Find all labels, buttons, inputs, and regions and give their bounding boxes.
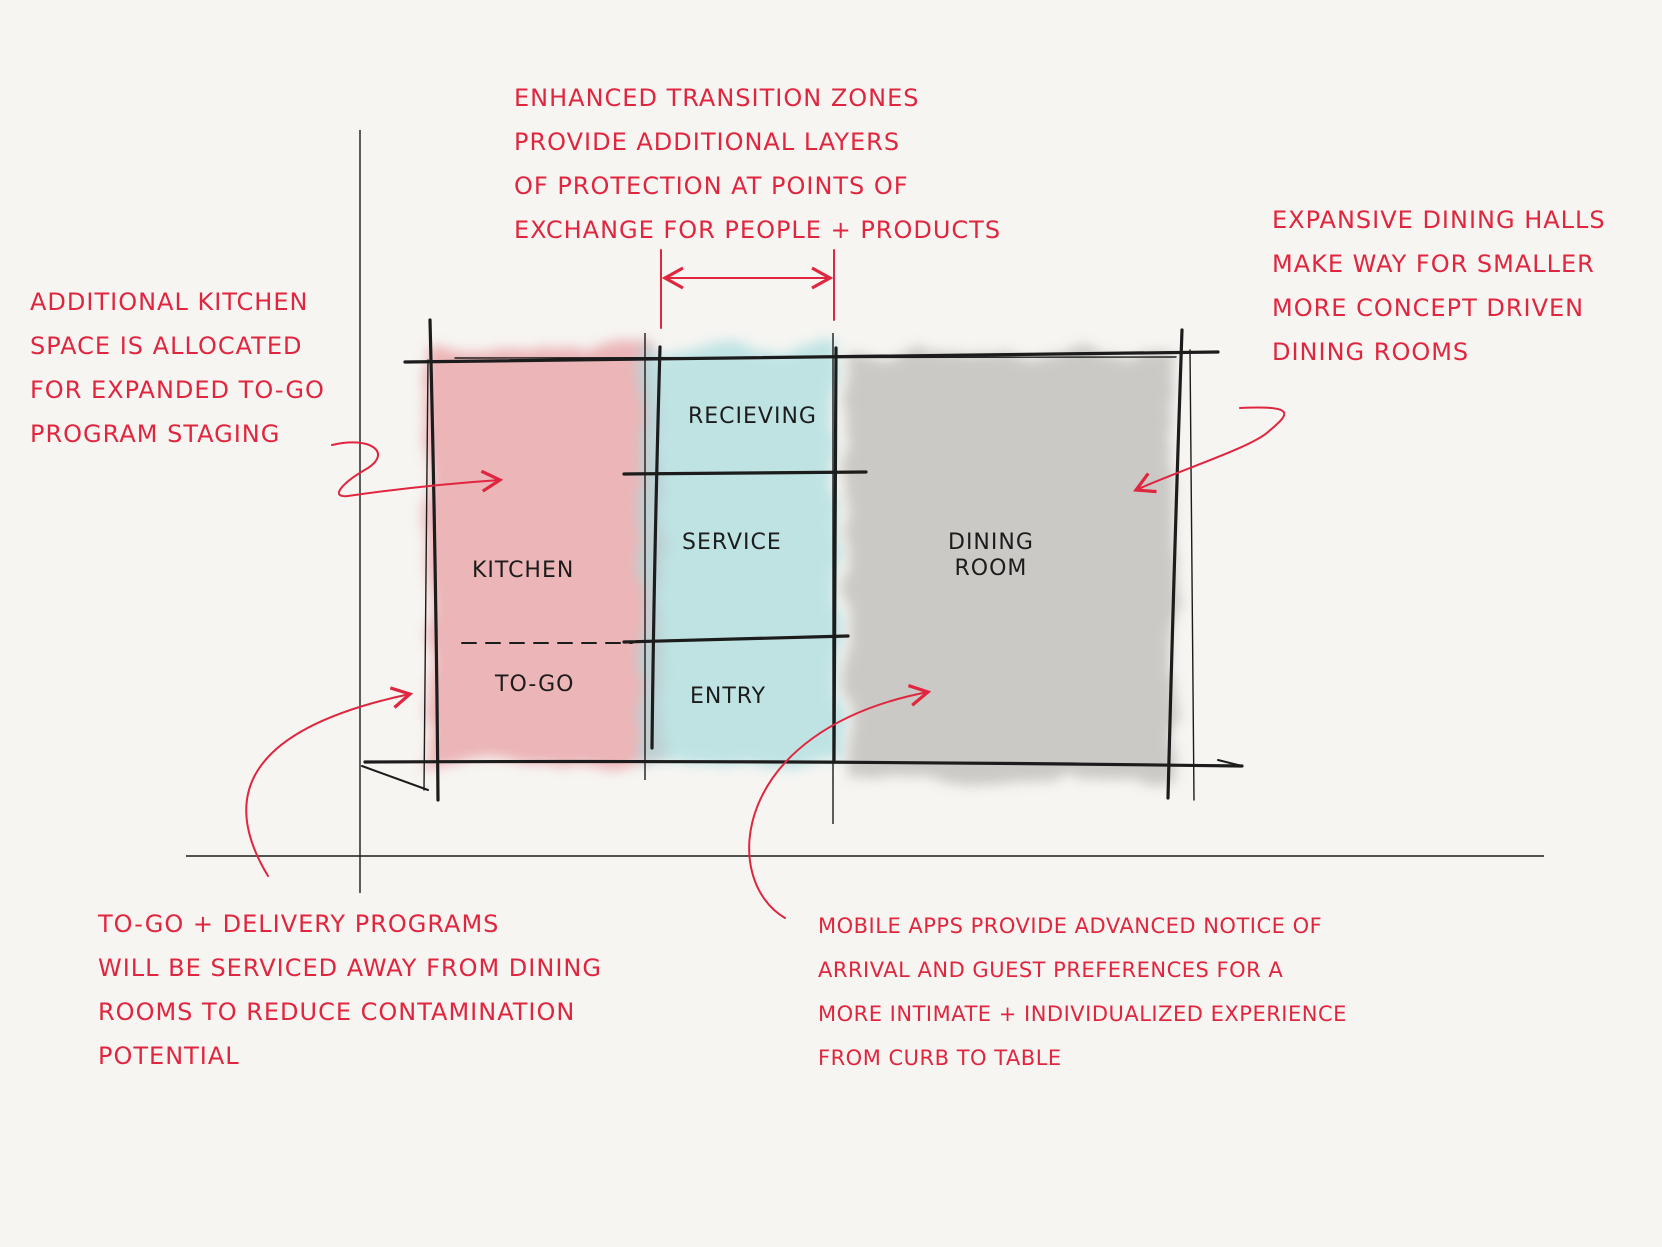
receiving-label: Recieving — [688, 404, 817, 429]
partition-1 — [650, 345, 662, 750]
note-line: space is allocated — [30, 332, 303, 360]
note-line: Dining Rooms — [1272, 338, 1470, 366]
note-line: exchange for people + products — [514, 216, 1002, 244]
kitchen-space-note: Additional Kitchen space is allocated fo… — [30, 280, 325, 456]
note-line: Arrival and Guest Preferences for a — [818, 958, 1284, 982]
dining-halls-arrow — [1133, 406, 1286, 494]
dining-room-label: Dining Room — [948, 530, 1034, 582]
note-line: Potential — [98, 1042, 240, 1070]
receiving-service-divider — [622, 470, 868, 476]
dining-room-label-line-2: Room — [954, 556, 1028, 581]
kitchen-wash — [428, 346, 662, 764]
note-line: more intimate + individualized experienc… — [818, 1002, 1347, 1026]
partition-2 — [832, 346, 838, 764]
annotation-arrows — [245, 249, 1286, 919]
dining-wash — [846, 352, 1176, 780]
right-wall — [1166, 328, 1184, 800]
color-washes — [428, 346, 1176, 780]
note-line: Additional Kitchen — [30, 288, 309, 316]
top-wall — [403, 350, 1220, 364]
transition-wash — [640, 346, 840, 764]
note-line: To-Go + Delivery Programs — [98, 910, 500, 938]
note-line: of protection at points of — [514, 172, 909, 200]
note-line: Rooms to Reduce contamination — [98, 998, 576, 1026]
service-entry-divider — [622, 634, 850, 644]
dining-halls-note: Expansive Dining Halls make way for smal… — [1272, 198, 1606, 374]
kitchen-space-arrow — [331, 441, 504, 498]
mobile-apps-arrow — [748, 684, 932, 919]
entry-label: Entry — [690, 684, 767, 709]
note-line: Enhanced transition zones — [514, 84, 920, 112]
left-wall — [428, 318, 440, 802]
bottom-wall — [363, 759, 1244, 768]
mobile-apps-note: Mobile Apps Provide Advanced Notice of A… — [818, 904, 1347, 1080]
to-go-delivery-note: To-Go + Delivery Programs will be servic… — [98, 902, 602, 1078]
note-line: Expansive Dining Halls — [1272, 206, 1606, 234]
to-go-label: To-Go — [495, 672, 575, 697]
note-line: from curb to table — [818, 1046, 1062, 1070]
transition-zones-note: Enhanced transition zones Provide additi… — [514, 76, 1001, 252]
kitchen-label: Kitchen — [472, 558, 575, 583]
to-go-arrow — [245, 686, 414, 877]
note-line: make way for smaller — [1272, 250, 1595, 278]
note-line: will be serviced away from Dining — [98, 954, 602, 982]
dining-room-label-line-1: Dining — [948, 530, 1034, 555]
note-line: program staging — [30, 420, 281, 448]
plan-walls — [361, 318, 1244, 802]
note-line: Mobile Apps Provide Advanced Notice of — [818, 914, 1323, 938]
service-label: Service — [682, 530, 782, 555]
note-line: more concept driven — [1272, 294, 1585, 322]
note-line: Provide additional layers — [514, 128, 901, 156]
note-line: for expanded to-go — [30, 376, 325, 404]
